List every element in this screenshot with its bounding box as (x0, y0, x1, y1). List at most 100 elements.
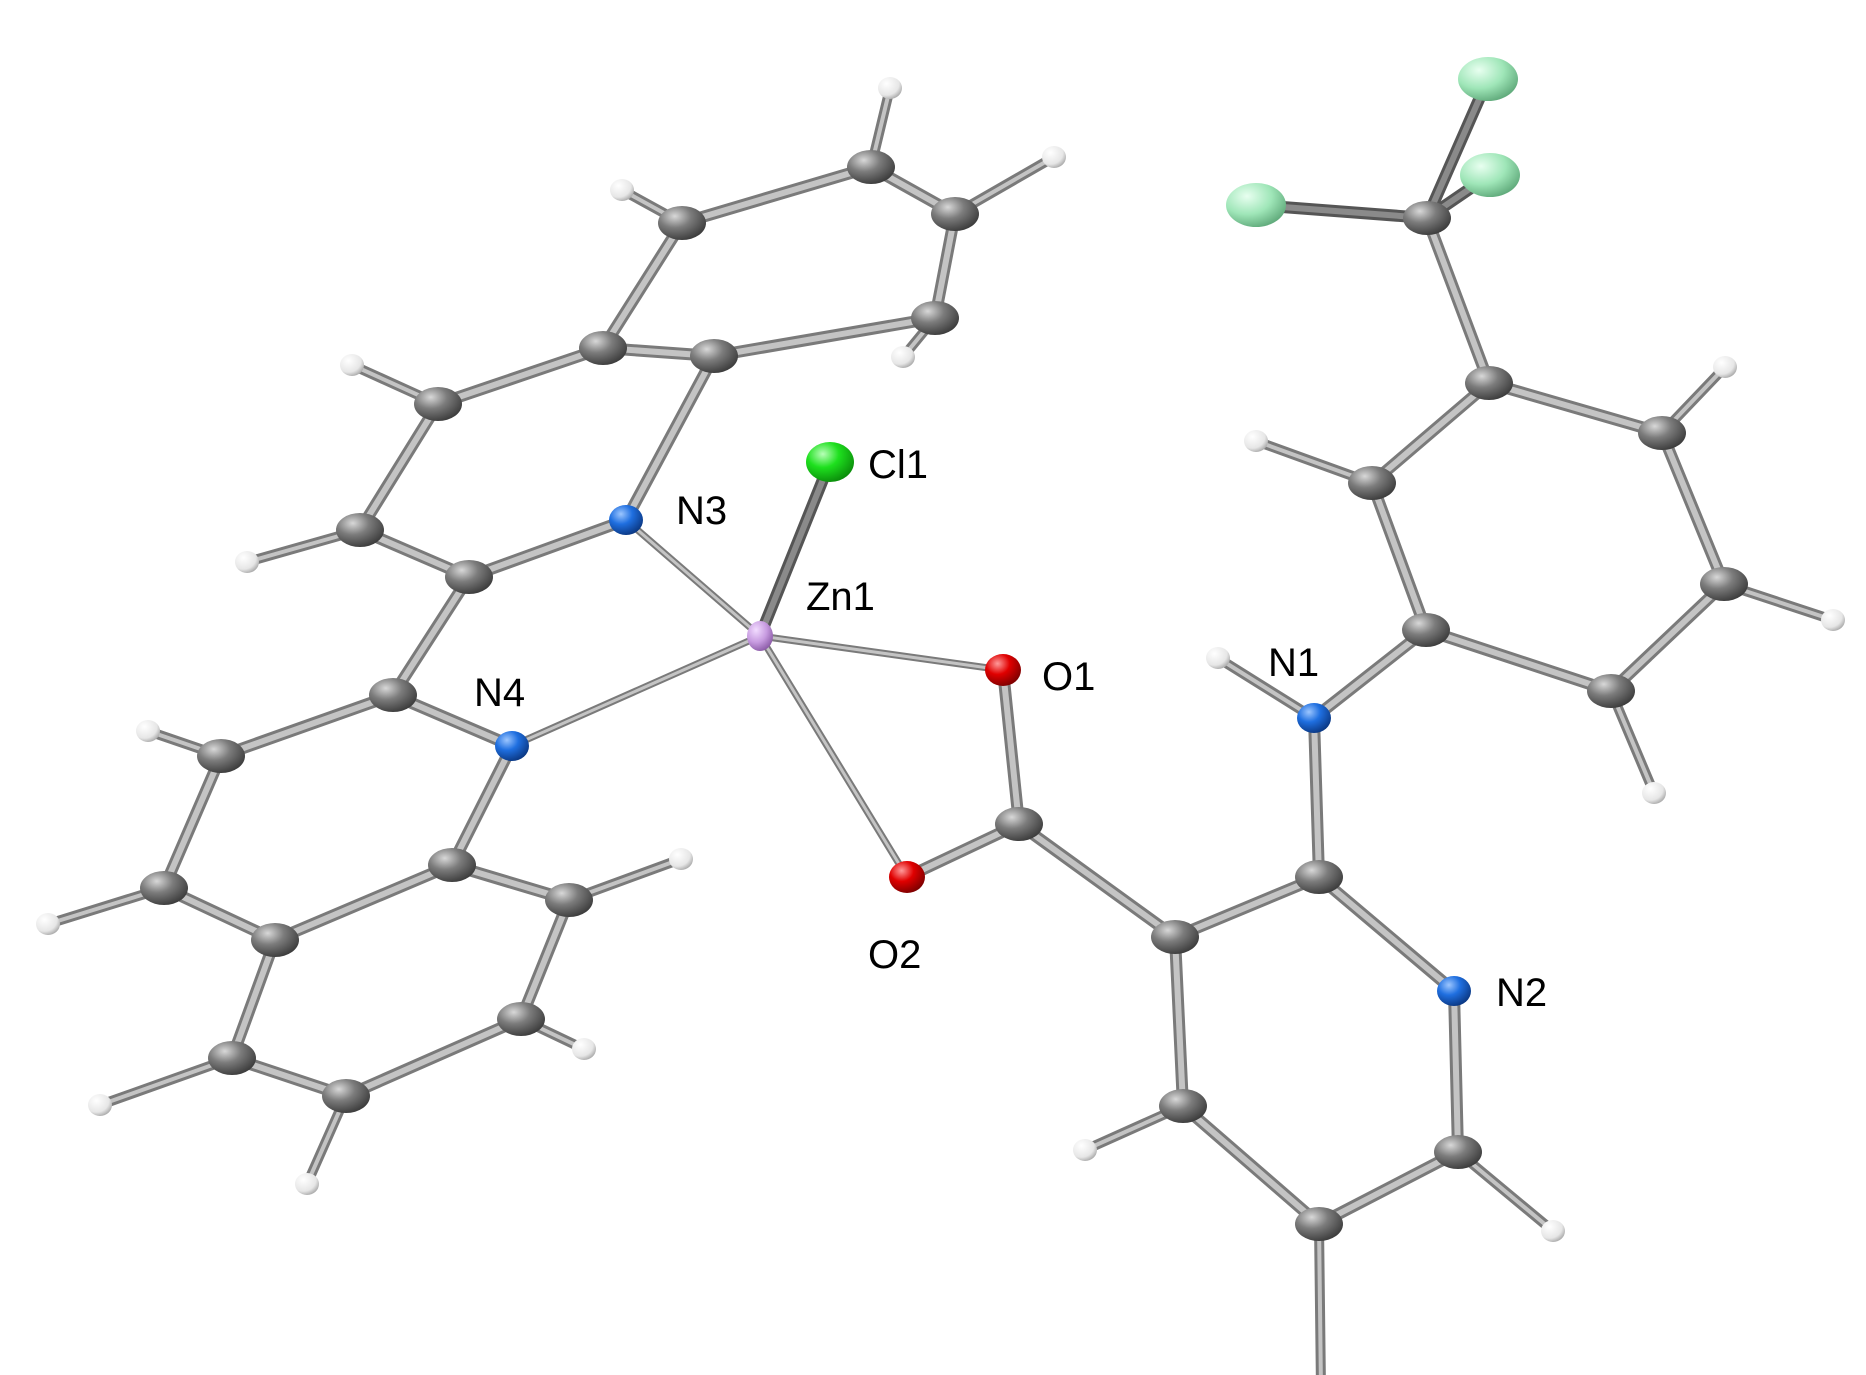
bond-c15-c16 (518, 897, 572, 1022)
atom-label-o1: O1 (1042, 655, 1095, 699)
bond-n1-b1 (1311, 627, 1429, 721)
atom-h4 (891, 346, 915, 368)
atom-h5 (340, 354, 364, 376)
atom-n1 (1297, 703, 1331, 733)
atom-f1 (1226, 183, 1286, 227)
bond-p5-p6 (1180, 1103, 1322, 1227)
atom-label-n1: N1 (1268, 641, 1319, 685)
atom-p5 (1295, 1207, 1343, 1241)
atom-c18 (322, 1079, 370, 1113)
atom-h18 (1713, 356, 1737, 378)
atom-label-o2: O2 (868, 933, 921, 977)
atom-h8 (36, 913, 60, 935)
bond-c10-c11 (218, 692, 396, 759)
atom-f3 (1460, 153, 1520, 197)
atom-c13 (251, 923, 299, 957)
bond-p2-n1 (1311, 715, 1322, 880)
bond-b3-b4 (1486, 380, 1665, 436)
atom-c2 (931, 197, 979, 231)
bond-c9-n3 (466, 517, 629, 580)
atom-h17 (1244, 430, 1268, 452)
bond-c9-c10 (390, 574, 472, 698)
atom-c7 (414, 387, 462, 421)
bond-c14-n4 (449, 743, 515, 868)
bond-c7-c8 (357, 401, 441, 533)
atom-p2 (1295, 860, 1343, 894)
bond-cf3-f2 (1424, 76, 1491, 221)
bond-b3-cf3 (1424, 215, 1492, 386)
bond-zn-cl (757, 459, 833, 639)
atom-zn (747, 621, 773, 651)
atom-c12 (140, 871, 188, 905)
atom-cf3 (1403, 201, 1451, 235)
bond-zn-o1 (758, 634, 1005, 672)
bond-p1-p2 (1172, 874, 1322, 940)
atom-n3 (609, 505, 643, 535)
bond-p2-n2 (1316, 874, 1457, 994)
atom-h3 (610, 179, 634, 201)
atom-label-n3: N3 (676, 489, 727, 533)
atom-f2 (1458, 57, 1518, 101)
bond-n4-zn (510, 634, 762, 748)
atom-h11 (88, 1094, 112, 1116)
atom-o2 (889, 861, 925, 893)
atom-label-zn1: Zn1 (806, 575, 875, 619)
atom-b5 (1700, 567, 1748, 601)
atom-c3 (911, 301, 959, 335)
bond-b4-b5 (1659, 430, 1727, 587)
atom-n4 (495, 731, 529, 761)
atom-h20 (1642, 782, 1666, 804)
atom-h13 (1073, 1139, 1097, 1161)
bond-zn-o2 (758, 634, 909, 879)
atom-p6 (1159, 1089, 1207, 1123)
bond-p4-p5 (1316, 1149, 1461, 1227)
bond-c3-c4 (711, 315, 938, 359)
atom-h12 (295, 1173, 319, 1195)
atom-h9 (669, 848, 693, 870)
atom-c8 (336, 513, 384, 547)
atom-c9 (445, 560, 493, 594)
bond-n1-h16 (1216, 656, 1316, 720)
atom-label-n4: N4 (474, 671, 525, 715)
atom-b4 (1638, 416, 1686, 450)
atom-h16 (1206, 647, 1230, 669)
atom-h7 (136, 720, 160, 742)
atom-h6 (235, 551, 259, 573)
bond-p6-p1 (1172, 934, 1186, 1109)
atom-b6 (1587, 674, 1635, 708)
atom-b1 (1402, 613, 1450, 647)
atom-c14 (428, 848, 476, 882)
atom-c1 (847, 150, 895, 184)
atom-c5 (658, 206, 706, 240)
atom-cl (806, 442, 854, 482)
bond-c16-c18 (343, 1016, 524, 1099)
bond-c6-c5 (600, 220, 685, 351)
atom-b2 (1348, 466, 1396, 500)
bond-n3-c4 (623, 353, 717, 523)
atom-p1 (1151, 920, 1199, 954)
bond-o1-ccarb (1000, 667, 1022, 827)
atom-c6 (579, 331, 627, 365)
bond-c13-c14 (272, 862, 455, 943)
bond-c5-c1 (679, 164, 874, 226)
bond-c6-c7 (435, 345, 606, 407)
atom-label-n2: N2 (1496, 971, 1547, 1015)
atom-c15 (545, 883, 593, 917)
atom-c16 (497, 1002, 545, 1036)
atom-c11 (197, 739, 245, 773)
atom-h10 (572, 1038, 596, 1060)
atom-h2 (1042, 146, 1066, 168)
atom-label-cl1: Cl1 (868, 443, 928, 487)
bond-b2-b3 (1369, 380, 1492, 486)
atom-o1 (985, 654, 1021, 686)
bond-b6-h20 (1609, 689, 1656, 795)
bond-ccarb-p1 (1016, 821, 1178, 940)
bond-p5-h14 (1317, 1222, 1323, 1375)
bond-b1-b2 (1369, 480, 1429, 633)
atom-c10 (369, 678, 417, 712)
atom-layer (36, 57, 1845, 1242)
bond-c11-c12 (161, 753, 224, 891)
bond-b6-b1 (1423, 627, 1614, 694)
